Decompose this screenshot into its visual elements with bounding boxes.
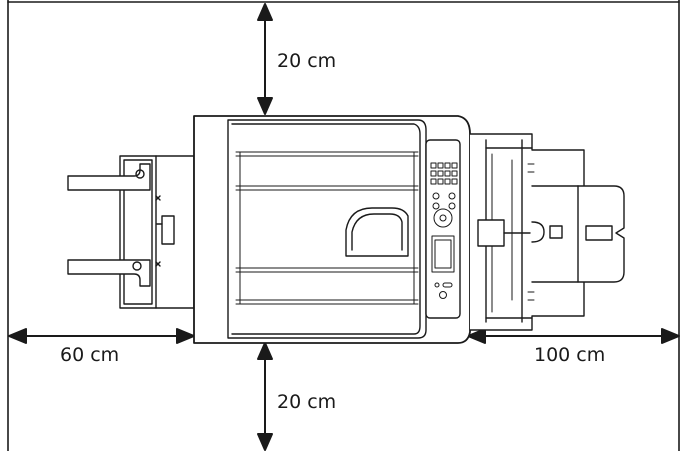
extension-notch bbox=[531, 221, 545, 243]
top-arrow-head-down bbox=[257, 97, 273, 115]
upper-screw bbox=[135, 169, 145, 179]
top-cover bbox=[227, 119, 427, 339]
key bbox=[437, 162, 444, 169]
output-stopper-inner bbox=[351, 213, 403, 251]
printer-outline bbox=[193, 115, 471, 344]
rear-unit bbox=[67, 155, 195, 309]
top-arrow-head-up bbox=[257, 3, 273, 21]
panel-button bbox=[432, 202, 440, 210]
upper-handle bbox=[67, 163, 151, 191]
lower-handle bbox=[67, 259, 151, 287]
top-clearance-label: 20 cm bbox=[277, 50, 337, 72]
indicator-slot bbox=[442, 282, 453, 288]
left-arrow-head-right bbox=[176, 328, 195, 344]
key bbox=[444, 178, 451, 185]
right-arrow-head-right bbox=[661, 328, 680, 344]
tray-guide-tab bbox=[477, 219, 505, 247]
output-tray-lines bbox=[235, 151, 419, 305]
rear-unit-marks bbox=[155, 195, 161, 267]
bottom-clearance-label: 20 cm bbox=[277, 391, 337, 413]
clearance-boundaries bbox=[7, 0, 680, 452]
left-clearance-label: 60 cm bbox=[60, 344, 120, 366]
key bbox=[451, 170, 458, 177]
lower-screw bbox=[132, 261, 142, 271]
key bbox=[437, 178, 444, 185]
rear-latch bbox=[161, 215, 175, 245]
panel-keys bbox=[430, 162, 458, 299]
printer-body bbox=[193, 115, 471, 344]
right-arrow-head-left bbox=[467, 328, 486, 344]
key bbox=[430, 162, 437, 169]
output-stopper bbox=[345, 207, 409, 257]
key bbox=[430, 170, 437, 177]
key bbox=[430, 178, 437, 185]
extension-tab bbox=[585, 225, 613, 241]
panel-display bbox=[431, 235, 455, 273]
tray-marks bbox=[527, 163, 535, 301]
key bbox=[437, 170, 444, 177]
bottom-arrow-head-down bbox=[257, 433, 273, 451]
rear-unit-inner bbox=[123, 159, 153, 305]
indicator bbox=[434, 282, 440, 288]
panel-button bbox=[432, 192, 440, 200]
multipurpose-tray bbox=[469, 133, 625, 331]
panel-button bbox=[448, 192, 456, 200]
panel-button bbox=[448, 202, 456, 210]
key bbox=[451, 162, 458, 169]
navigation-dial-center bbox=[439, 214, 447, 222]
right-clearance-label: 100 cm bbox=[534, 344, 606, 366]
navigation-dial bbox=[433, 208, 453, 228]
key bbox=[444, 170, 451, 177]
power-button bbox=[439, 291, 447, 299]
key bbox=[444, 162, 451, 169]
key bbox=[451, 178, 458, 185]
bottom-arrow-head-up bbox=[257, 342, 273, 360]
extension-slot bbox=[549, 225, 563, 239]
panel-display-inner bbox=[434, 239, 452, 269]
top-cover-inner bbox=[231, 123, 421, 335]
left-arrow-head-left bbox=[8, 328, 27, 344]
dimension-arrows bbox=[8, 3, 680, 451]
